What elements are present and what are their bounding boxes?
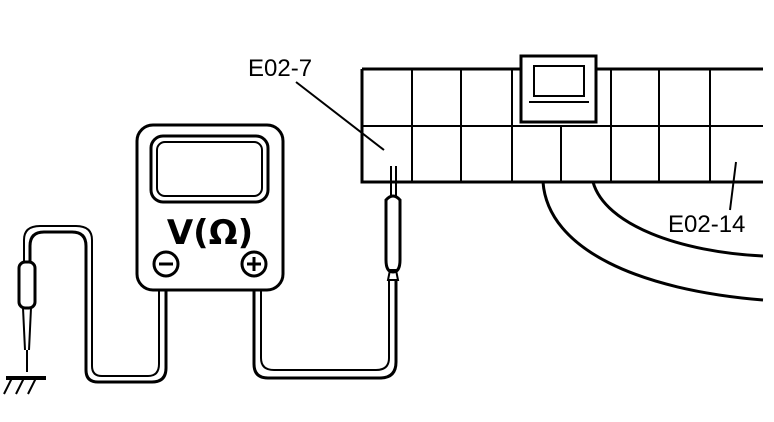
positive-probe-tip (390, 166, 397, 196)
negative-terminal-icon (152, 250, 180, 278)
harness-wire-outer (541, 181, 764, 302)
connector-body (360, 69, 763, 184)
positive-lead (252, 166, 402, 380)
negative-probe-handle (17, 260, 37, 310)
harness-wire-inner (591, 181, 764, 258)
ground-symbol-icon (3, 376, 46, 395)
leader-line-e02-14 (729, 161, 737, 211)
connector-latch (519, 54, 598, 124)
pin-label-e02-14: E02-14 (668, 211, 745, 238)
multimeter: V(Ω) (135, 123, 285, 292)
positive-probe-handle (384, 194, 402, 274)
negative-lead (17, 225, 168, 384)
connector (360, 54, 764, 302)
connector-latch-window (533, 65, 585, 97)
meter-body (135, 123, 285, 292)
meter-display (149, 134, 270, 204)
leader-line-e02-7 (295, 81, 385, 151)
meter-mode-label: V(Ω) (167, 213, 253, 253)
positive-terminal-icon (240, 250, 268, 278)
pin-label-e02-7: E02-7 (248, 55, 312, 82)
